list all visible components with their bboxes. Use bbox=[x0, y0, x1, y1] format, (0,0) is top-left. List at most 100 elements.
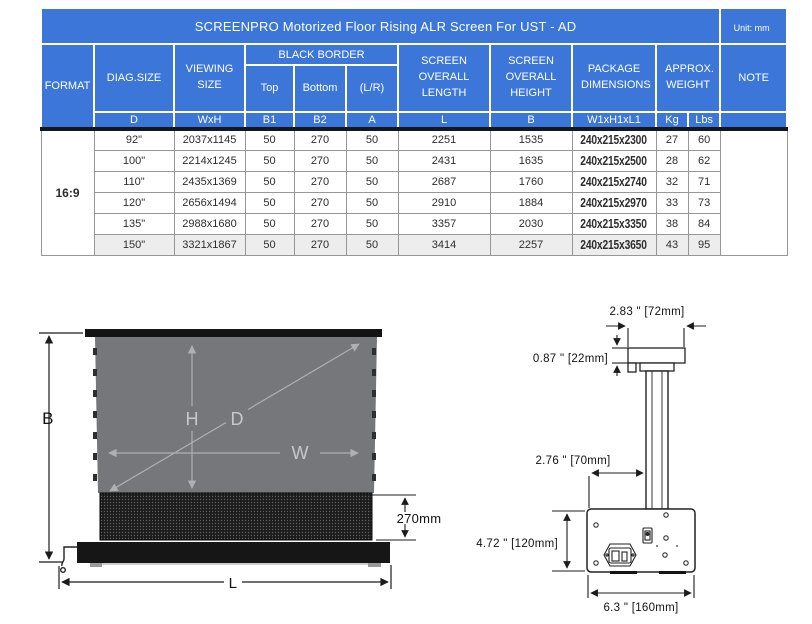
crank-handle-icon bbox=[60, 546, 77, 574]
height-cell: 1884 bbox=[489, 191, 573, 214]
a-cell: 50 bbox=[345, 212, 399, 235]
base-end-cap bbox=[586, 508, 696, 573]
subheader-a: A bbox=[345, 111, 399, 131]
length-cell: 2687 bbox=[397, 170, 491, 193]
dimension-22mm bbox=[612, 335, 628, 376]
screen-tension-tabs bbox=[93, 348, 376, 481]
viewing-cell: 2988x1680 bbox=[173, 212, 246, 235]
kg-cell: 28 bbox=[655, 149, 689, 172]
base-height-label: 4.72 " [120mm] bbox=[476, 538, 558, 550]
dimension-l bbox=[58, 565, 392, 589]
diagonal-label: D bbox=[231, 409, 244, 429]
package-cell: 240x215x2500 bbox=[571, 149, 657, 172]
kg-cell: 32 bbox=[655, 170, 689, 193]
subheader-b2: B2 bbox=[293, 111, 347, 131]
subheader-b: B bbox=[489, 111, 573, 131]
lbs-cell: 73 bbox=[687, 191, 721, 214]
b2-cell: 270 bbox=[293, 191, 347, 214]
col-header-format: FORMAT bbox=[40, 43, 95, 131]
overall-height-label: B bbox=[42, 409, 54, 428]
dimension-270mm bbox=[372, 494, 416, 541]
table-row: 120" 2656x1494 50 270 50 2910 1884 240x2… bbox=[41, 191, 787, 214]
subheader-wxh: WxH bbox=[173, 111, 246, 131]
subheader-w1h1l1: W1xH1xL1 bbox=[571, 111, 657, 131]
dimension-120mm bbox=[552, 510, 585, 572]
height-cell: 2257 bbox=[489, 233, 573, 256]
col-header-border-lr: (L/R) bbox=[345, 64, 399, 113]
col-header-border-top: Top bbox=[244, 64, 295, 113]
col-header-approx-weight: APPROX. WEIGHT bbox=[654, 43, 722, 113]
lbs-cell: 60 bbox=[687, 128, 721, 151]
package-value: 240x215x3650 bbox=[580, 237, 648, 252]
kg-cell: 38 bbox=[655, 212, 689, 235]
top-cap-height-label: 0.87 " [22mm] bbox=[533, 353, 608, 365]
lbs-cell: 62 bbox=[687, 149, 721, 172]
bottom-border-band bbox=[99, 492, 373, 541]
table-row: 150" 3321x1867 50 270 50 3414 2257 240x2… bbox=[41, 233, 787, 256]
rising-column bbox=[645, 370, 669, 510]
lbs-cell: 84 bbox=[687, 212, 721, 235]
b1-cell: 50 bbox=[244, 212, 295, 235]
lbs-cell: 71 bbox=[687, 170, 721, 193]
label-backing bbox=[226, 408, 248, 428]
length-cell: 3414 bbox=[397, 233, 491, 256]
diag-cell: 150" bbox=[93, 233, 175, 256]
package-value: 240x215x2740 bbox=[580, 174, 648, 189]
subheader-lbs: Lbs bbox=[686, 111, 722, 131]
col-header-viewing-size: VIEWING SIZE bbox=[173, 43, 246, 113]
b1-cell: 50 bbox=[244, 128, 295, 151]
overall-length-label: L bbox=[229, 575, 238, 592]
package-cell: 240x215x2300 bbox=[571, 128, 657, 151]
viewing-cell: 2037x1145 bbox=[173, 128, 246, 151]
viewing-cell: 2435x1369 bbox=[173, 170, 246, 193]
b2-cell: 270 bbox=[293, 233, 347, 256]
diag-cell: 135" bbox=[93, 212, 175, 235]
screen-top-bar bbox=[85, 329, 382, 337]
height-cell: 1760 bbox=[489, 170, 573, 193]
subheader-b1: B1 bbox=[244, 111, 295, 131]
side-view-diagram: 2.83 " [72mm] 0.87 " [22mm] 2.76 " [70mm… bbox=[476, 306, 706, 614]
b1-cell: 50 bbox=[244, 191, 295, 214]
b1-cell: 50 bbox=[244, 170, 295, 193]
viewing-cell: 3321x1867 bbox=[173, 233, 246, 256]
table-row: 100" 2214x1245 50 270 50 2431 1635 240x2… bbox=[41, 149, 787, 172]
subheader-d: D bbox=[93, 111, 175, 131]
screen-width-label: W bbox=[292, 443, 309, 463]
lbs-cell: 95 bbox=[687, 233, 721, 256]
package-cell: 240x215x2970 bbox=[571, 191, 657, 214]
dimension-72mm bbox=[606, 322, 706, 347]
top-cap-width-label: 2.83 " [72mm] bbox=[609, 306, 684, 318]
b1-cell: 50 bbox=[244, 233, 295, 256]
package-value: 240x215x3350 bbox=[580, 216, 648, 231]
col-header-diag-size: DIAG.SIZE bbox=[93, 43, 175, 113]
package-cell: 240x215x3350 bbox=[571, 212, 657, 235]
height-cell: 1535 bbox=[489, 128, 573, 151]
base-foot-right bbox=[368, 563, 381, 567]
box-foot-right bbox=[659, 571, 686, 574]
table-row: 110" 2435x1369 50 270 50 2687 1760 240x2… bbox=[41, 170, 787, 193]
b2-cell: 270 bbox=[293, 212, 347, 235]
length-cell: 2251 bbox=[397, 128, 491, 151]
subheader-kg: Kg bbox=[655, 111, 689, 131]
front-view-diagram: H D W B 270mm bbox=[39, 329, 441, 592]
col-header-screen-overall-length: SCREEN OVERALL LENGTH bbox=[397, 43, 491, 113]
col-header-border-bottom: Bottom bbox=[293, 64, 347, 113]
table-row: 135" 2988x1680 50 270 50 3357 2030 240x2… bbox=[41, 212, 787, 235]
diag-cell: 120" bbox=[93, 191, 175, 214]
pin-dot bbox=[656, 545, 658, 547]
power-switch-icon bbox=[642, 527, 653, 544]
table-row: D WxH B1 B2 A L B W1xH1xL1 Kg Lbs bbox=[41, 111, 789, 131]
b1-cell: 50 bbox=[244, 149, 295, 172]
a-cell: 50 bbox=[345, 170, 399, 193]
box-foot-left bbox=[610, 571, 637, 574]
viewing-cell: 2214x1245 bbox=[173, 149, 246, 172]
top-cap bbox=[627, 347, 686, 373]
table-row: Top Bottom (L/R) bbox=[41, 64, 787, 113]
a-cell: 50 bbox=[345, 128, 399, 151]
table-row: 16:9 92" 2037x1145 50 270 50 2251 1535 2… bbox=[40, 128, 788, 256]
col-header-note: NOTE bbox=[719, 43, 789, 113]
a-cell: 50 bbox=[345, 191, 399, 214]
base-foot-left bbox=[90, 563, 102, 567]
height-cell: 1635 bbox=[489, 149, 573, 172]
